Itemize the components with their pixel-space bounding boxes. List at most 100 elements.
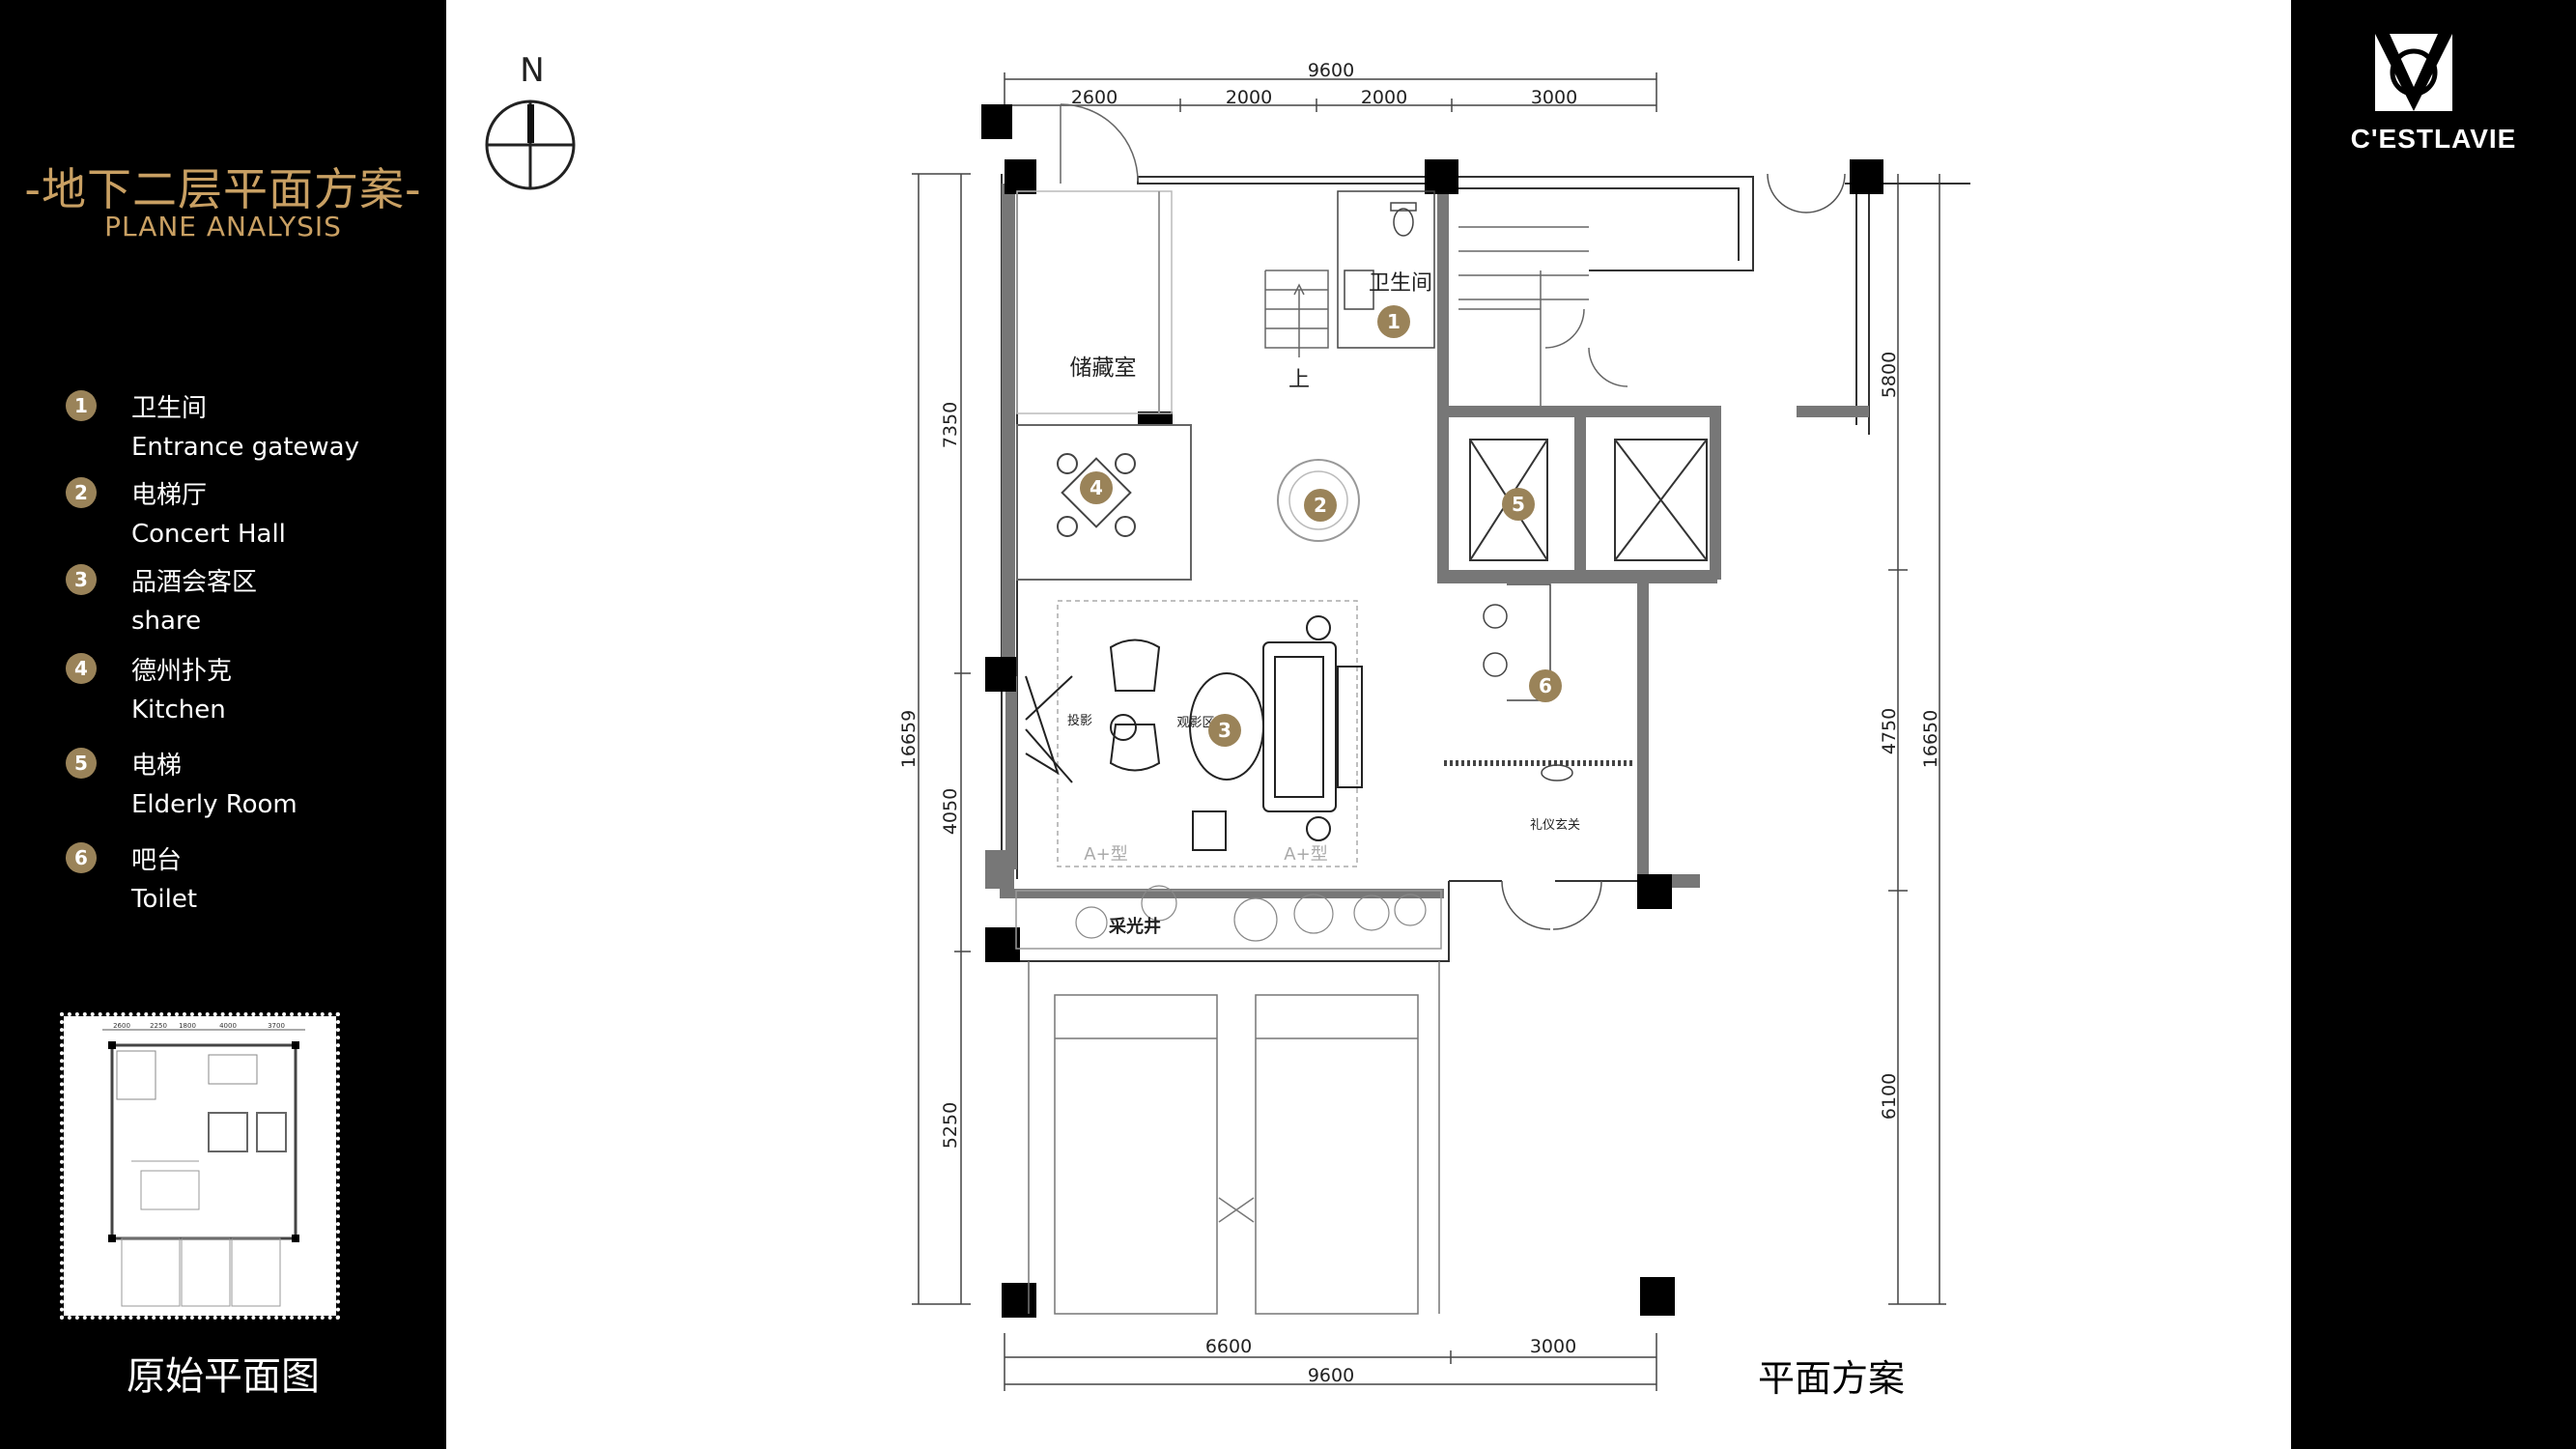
dim-left: 4050 (940, 788, 961, 835)
legend-marker: 2 (66, 477, 97, 508)
right-sidebar (2291, 0, 2576, 1449)
thumb-dim: 2250 (150, 1022, 167, 1030)
dim-top-total: 9600 (1308, 60, 1354, 81)
legend-marker: 4 (66, 653, 97, 684)
room-label-bathroom: 卫生间 (1369, 271, 1432, 296)
plan-markers: 1 2 3 4 5 6 (1080, 305, 1562, 747)
thumb-dim: 4000 (219, 1022, 237, 1030)
bathroom (1337, 190, 1435, 349)
walls (995, 174, 1970, 962)
compass-label: N (520, 51, 544, 90)
plan-caption: 平面方案 (1758, 1357, 1906, 1400)
marker-6-label: 6 (1539, 674, 1552, 697)
marker-6 (1529, 669, 1562, 702)
viewing-label: 观影区 (1176, 716, 1214, 730)
marker-2 (1304, 489, 1337, 522)
floor-plan: 9600 2600 2000 2000 3000 7350 4050 5250 … (898, 60, 1970, 1391)
poker-room (1016, 424, 1192, 581)
thumb-dim: 3700 (268, 1022, 285, 1030)
brand-logo-icon (2375, 34, 2452, 111)
marker-4-label: 4 (1090, 476, 1103, 499)
dim-top: 3000 (1531, 87, 1577, 108)
corridor-stairs (1458, 226, 1628, 406)
left-sidebar: -地下二层平面方案- PLANE ANALYSIS 1 卫生间 Entrance… (0, 0, 446, 1449)
dim-left: 7350 (940, 402, 961, 448)
stairs-up-label: 上 (1288, 368, 1310, 392)
left-dimensions (912, 173, 971, 1305)
marker-3 (1208, 714, 1241, 747)
legend-marker: 6 (66, 842, 97, 873)
legend-label-en: Entrance gateway (131, 433, 359, 462)
dim-left: 5250 (940, 1102, 961, 1149)
legend-marker: 3 (66, 564, 97, 595)
marker-5 (1502, 488, 1535, 521)
legend-label-en: Elderly Room (131, 790, 297, 819)
lounge-area (1057, 600, 1358, 867)
legend-label-zh: 电梯 (131, 752, 183, 781)
legend-item-5: 5 电梯 Elderly Room (0, 746, 446, 842)
original-plan-drawing: 2600 2250 1800 4000 3700 (102, 1022, 305, 1307)
legend-item-1: 1 卫生间 Entrance gateway (0, 388, 446, 485)
room-label-skylight: 采光井 (1108, 916, 1161, 937)
thick-walls (985, 184, 1869, 898)
hall-ornament (1277, 459, 1360, 542)
room-label-storage: 储藏室 (1070, 355, 1137, 381)
legend-item-3: 3 品酒会客区 share (0, 562, 446, 659)
bottom-dimensions (1004, 1333, 1657, 1391)
marker-1 (1377, 305, 1410, 338)
dim-right: 6100 (1879, 1073, 1900, 1120)
storage-room (1016, 190, 1173, 414)
legend-label-zh: 电梯厅 (131, 481, 208, 510)
right-dimensions (1888, 174, 1946, 1305)
dim-bottom-total: 9600 (1308, 1365, 1354, 1386)
legend-label-en: Concert Hall (131, 520, 286, 549)
legend-label-en: Kitchen (131, 696, 226, 724)
marker-1-label: 1 (1387, 310, 1401, 333)
marker-5-label: 5 (1512, 493, 1525, 516)
lounge-furniture (1025, 615, 1363, 851)
legend-label-zh: 品酒会客区 (131, 568, 258, 597)
plants (1075, 885, 1427, 942)
bar-counter (1444, 583, 1632, 781)
entrance-doors (1501, 173, 1846, 930)
dim-top: 2000 (1361, 87, 1407, 108)
parking-bays (1028, 961, 1440, 1315)
legend-label-en: share (131, 607, 202, 636)
dim-top: 2600 (1071, 87, 1118, 108)
page-title: -地下二层平面方案- (24, 163, 422, 215)
thumb-dim: 2600 (113, 1022, 130, 1030)
top-dimensions (1004, 72, 1657, 112)
legend-marker: 1 (66, 390, 97, 421)
legend-label-en: Toilet (131, 885, 198, 914)
dim-top: 2000 (1226, 87, 1272, 108)
legend-label-zh: 卫生间 (131, 394, 208, 423)
type-label-right: A+型 (1284, 844, 1327, 865)
dim-right: 5800 (1879, 352, 1900, 398)
dim-right: 4750 (1879, 708, 1900, 754)
north-arrow-icon: N (485, 51, 576, 190)
marker-4 (1080, 471, 1113, 504)
dim-right-total: 16650 (1920, 710, 1941, 768)
legend-item-4: 4 德州扑克 Kitchen (0, 651, 446, 748)
brand-name: C'ESTLAVIE (2350, 124, 2517, 154)
marker-3-label: 3 (1218, 719, 1231, 742)
poker-table (1057, 453, 1136, 537)
legend-marker: 5 (66, 748, 97, 779)
projection-label: 投影 (1067, 713, 1092, 728)
legend-item-2: 2 电梯厅 Concert Hall (0, 475, 446, 572)
dim-bottom: 6600 (1205, 1336, 1252, 1357)
type-label-left: A+型 (1084, 844, 1127, 865)
dim-left-total: 16659 (898, 710, 920, 768)
original-plan-thumbnail: 2600 2250 1800 4000 3700 (60, 1012, 340, 1320)
thumb-dim: 1800 (179, 1022, 196, 1030)
staircase (1264, 270, 1329, 357)
skylight-well (1015, 890, 1442, 950)
legend-label-zh: 德州扑克 (131, 657, 233, 686)
structural-columns (981, 104, 1883, 1318)
page-subtitle: PLANE ANALYSIS (104, 211, 342, 242)
marker-2-label: 2 (1314, 494, 1327, 517)
dim-bottom: 3000 (1530, 1336, 1576, 1357)
thumbnail-caption: 原始平面图 (127, 1354, 320, 1399)
legend-label-zh: 吧台 (131, 846, 183, 875)
legend-item-6: 6 吧台 Toilet (0, 840, 446, 937)
